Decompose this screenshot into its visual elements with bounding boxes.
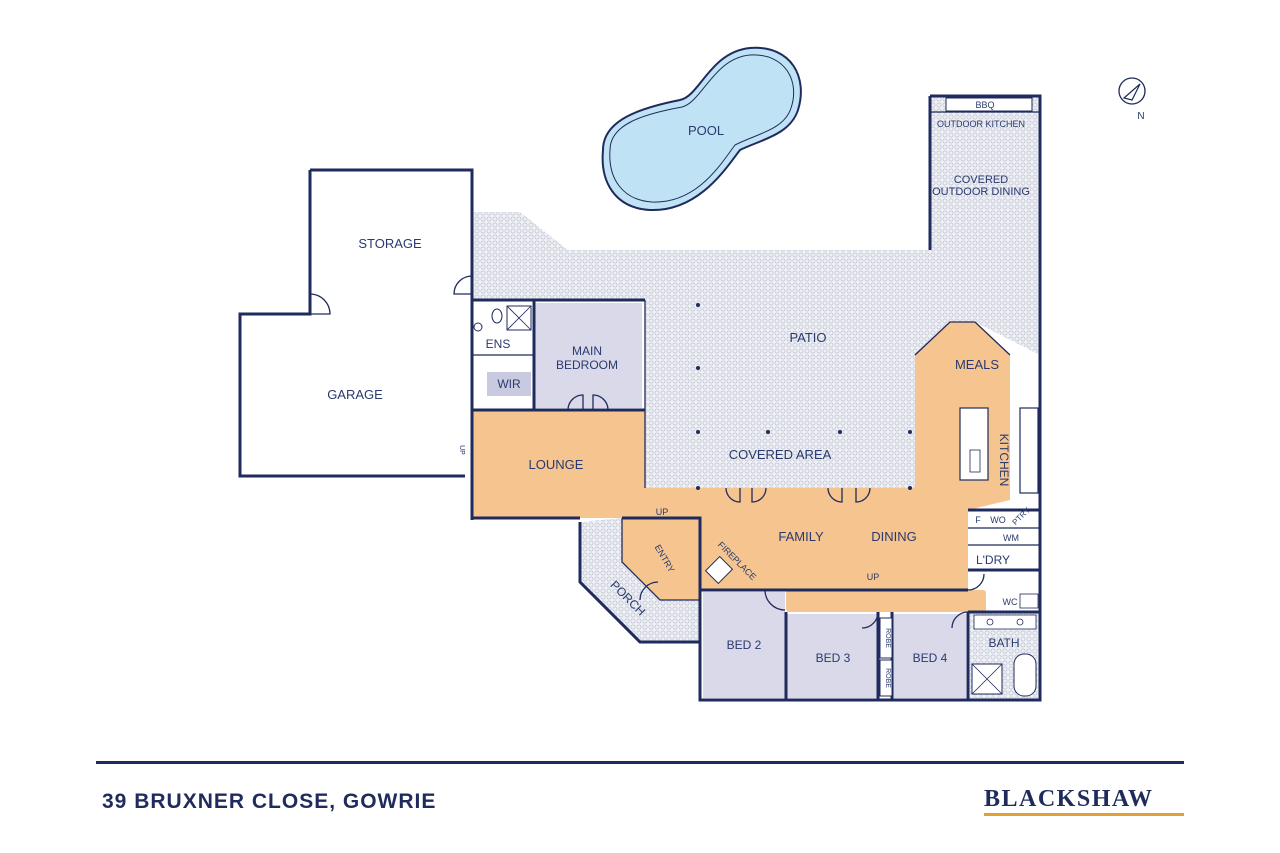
fridge-label: F (975, 515, 981, 525)
wm-label: WM (1003, 533, 1019, 543)
ptry-label: PTRY (1011, 505, 1033, 527)
kitchen-bench (1019, 407, 1039, 494)
lounge-label: LOUNGE (529, 457, 584, 472)
ens-label: ENS (486, 337, 511, 351)
family-label: FAMILY (778, 529, 824, 544)
up-entry-label: UP (656, 507, 669, 517)
main-bedroom-label: MAIN (572, 344, 602, 358)
covered-area-label: COVERED AREA (729, 447, 832, 462)
patio-label: PATIO (789, 330, 826, 345)
brand-underline (984, 813, 1184, 816)
compass-icon (1118, 77, 1146, 105)
bath-label: BATH (988, 636, 1019, 650)
ldry-label: L'DRY (976, 553, 1010, 567)
bed2-fill (703, 592, 785, 698)
covered-outdoor-dining-label: COVERED (954, 174, 1008, 186)
bbq-bench (945, 97, 1033, 112)
pool-label: POOL (688, 123, 724, 138)
living-area-fill (472, 322, 1010, 600)
hallway-fill (786, 590, 986, 612)
wo-label: WO (990, 515, 1006, 525)
bed4-fill (892, 614, 966, 698)
up-garage-label: UP (458, 445, 465, 455)
wir-label: WIR (497, 377, 521, 391)
storage-label: STORAGE (358, 236, 422, 251)
kitchen-label: KITCHEN (997, 434, 1011, 487)
patio-posts (696, 303, 912, 490)
garage-label: GARAGE (327, 387, 383, 402)
covered-area-tile (645, 300, 915, 488)
bed4-label: BED 4 (913, 651, 948, 665)
footer-divider (96, 761, 1184, 764)
robe-label-b: ROBE (884, 668, 891, 688)
bed3-label: BED 3 (816, 651, 851, 665)
outdoor-dining-tile (930, 96, 1040, 250)
wc-label: WC (1003, 597, 1018, 607)
property-address: 39 BRUXNER CLOSE, GOWRIE (102, 790, 437, 813)
main-bedroom-fill (534, 303, 642, 408)
robe-label-a: ROBE (884, 628, 891, 648)
brand-logo: BLACKSHAW (984, 786, 1154, 812)
main-bedroom-label-line2: BEDROOM (556, 358, 618, 372)
pool-shape (601, 46, 802, 212)
dining-label: DINING (871, 529, 917, 544)
meals-label: MEALS (955, 357, 999, 372)
bed2-label: BED 2 (727, 638, 762, 652)
outdoor-kitchen-label: OUTDOOR KITCHEN (937, 119, 1025, 129)
up-hall-label: UP (867, 572, 880, 582)
wir-fill (487, 372, 531, 396)
covered-outdoor-dining-label-line2: OUTDOOR DINING (932, 186, 1030, 198)
kitchen-island (959, 407, 989, 481)
bbq-label: BBQ (975, 100, 994, 110)
compass-n-label: N (1137, 111, 1144, 122)
